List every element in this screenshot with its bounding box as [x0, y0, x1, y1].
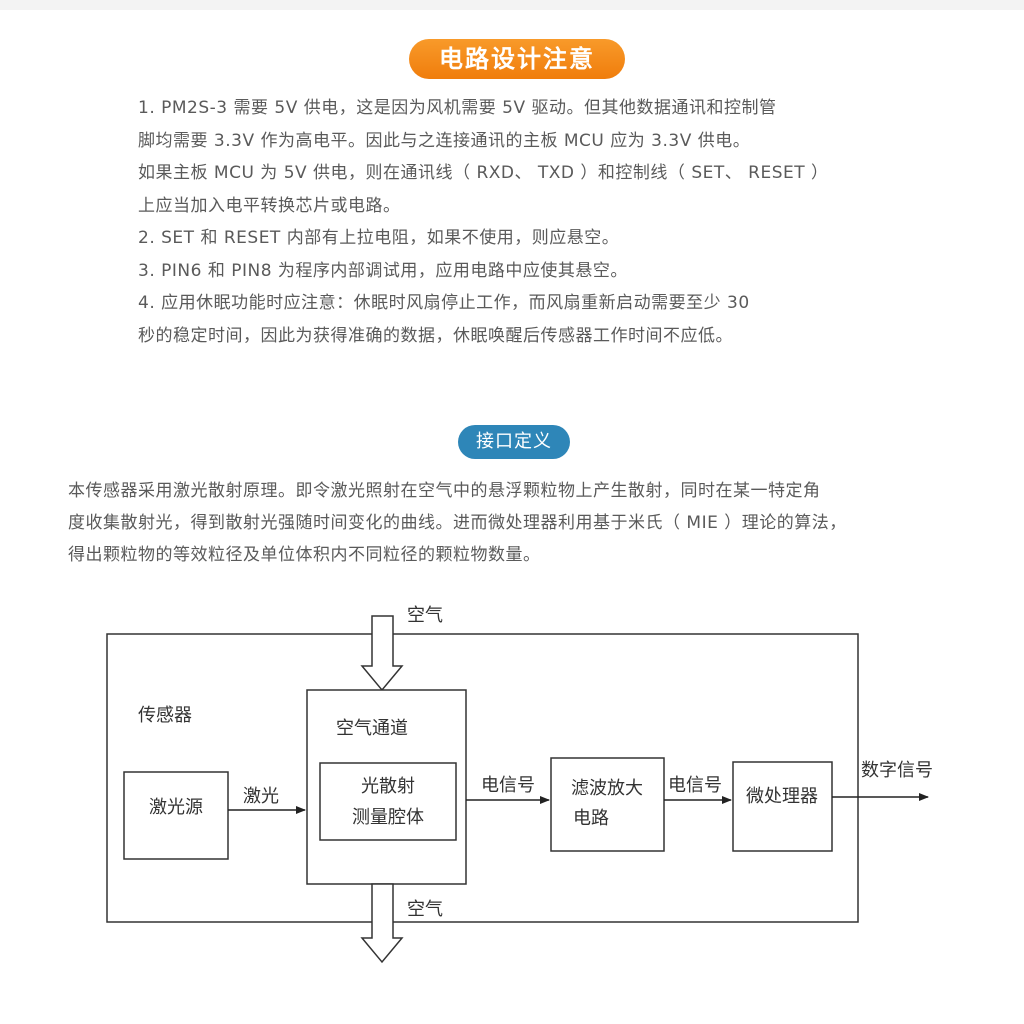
design-note-line: 2. SET 和 RESET 内部有上拉电阻，如果不使用，则应悬空。	[138, 228, 620, 248]
design-notes-title: 电路设计注意	[409, 39, 625, 79]
top-strip	[0, 0, 1024, 10]
design-note-line: 1. PM2S-3 需要 5V 供电，这是因为风机需要 5V 驱动。但其他数据通…	[138, 98, 777, 118]
intro-line: 得出颗粒物的等效粒径及单位体积内不同粒径的颗粒物数量。	[68, 545, 541, 565]
scatter-chamber-label-line1: 光散射	[361, 776, 415, 797]
design-note-line: 脚均需要 3.3V 作为高电平。因此与之连接通讯的主板 MCU 应为 3.3V …	[138, 130, 751, 151]
microprocessor-box	[732, 761, 833, 852]
filter-amplifier-label-line2: 电路	[573, 808, 609, 829]
design-note-line: 3. PIN6 和 PIN8 为程序内部调试用，应用电路中应使其悬空。	[138, 260, 628, 281]
air-inlet-label: 空气	[407, 605, 443, 626]
filter-amplifier-label-line1: 滤波放大	[571, 778, 643, 799]
air-outlet-arrow	[360, 883, 404, 964]
microprocessor-label: 微处理器	[746, 786, 818, 807]
filter-amplifier-box	[550, 757, 665, 852]
signal-label-2: 电信号	[668, 775, 722, 796]
laser-source-box	[123, 771, 229, 860]
laser-label: 激光	[243, 786, 279, 807]
scatter-chamber-label-line2: 测量腔体	[352, 807, 424, 828]
sensor-intro-paragraph: 本传感器采用激光散射原理。即令激光照射在空气中的悬浮颗粒物上产生散射，同时在某一…	[68, 475, 1008, 571]
air-channel-label: 空气通道	[336, 718, 408, 739]
scatter-chamber-box	[319, 762, 457, 841]
design-note-line: 秒的稳定时间，因此为获得准确的数据，休眠唤醒后传感器工作时间不应低。	[138, 325, 733, 346]
interface-title: 接口定义	[458, 425, 570, 459]
air-outlet-label: 空气	[407, 899, 443, 920]
air-inlet-arrow	[360, 615, 404, 692]
design-note-line: 4. 应用休眠功能时应注意：休眠时风扇停止工作，而风扇重新启动需要至少 30	[138, 293, 750, 313]
sensor-frame	[106, 633, 859, 923]
digital-signal-label: 数字信号	[861, 760, 933, 781]
signal-label-1: 电信号	[481, 775, 535, 796]
design-note-line: 如果主板 MCU 为 5V 供电，则在通讯线（ RXD、 TXD ）和控制线（ …	[138, 163, 829, 183]
design-note-line: 上应当加入电平转换芯片或电路。	[138, 195, 401, 216]
intro-line: 本传感器采用激光散射原理。即令激光照射在空气中的悬浮颗粒物上产生散射，同时在某一…	[68, 481, 821, 501]
laser-source-label: 激光源	[149, 797, 203, 818]
sensor-label: 传感器	[138, 705, 192, 726]
intro-line: 度收集散射光，得到散射光强随时间变化的曲线。进而微处理器利用基于米氏（ MIE …	[68, 513, 847, 533]
design-notes-list: 1. PM2S-3 需要 5V 供电，这是因为风机需要 5V 驱动。但其他数据通…	[138, 92, 968, 352]
